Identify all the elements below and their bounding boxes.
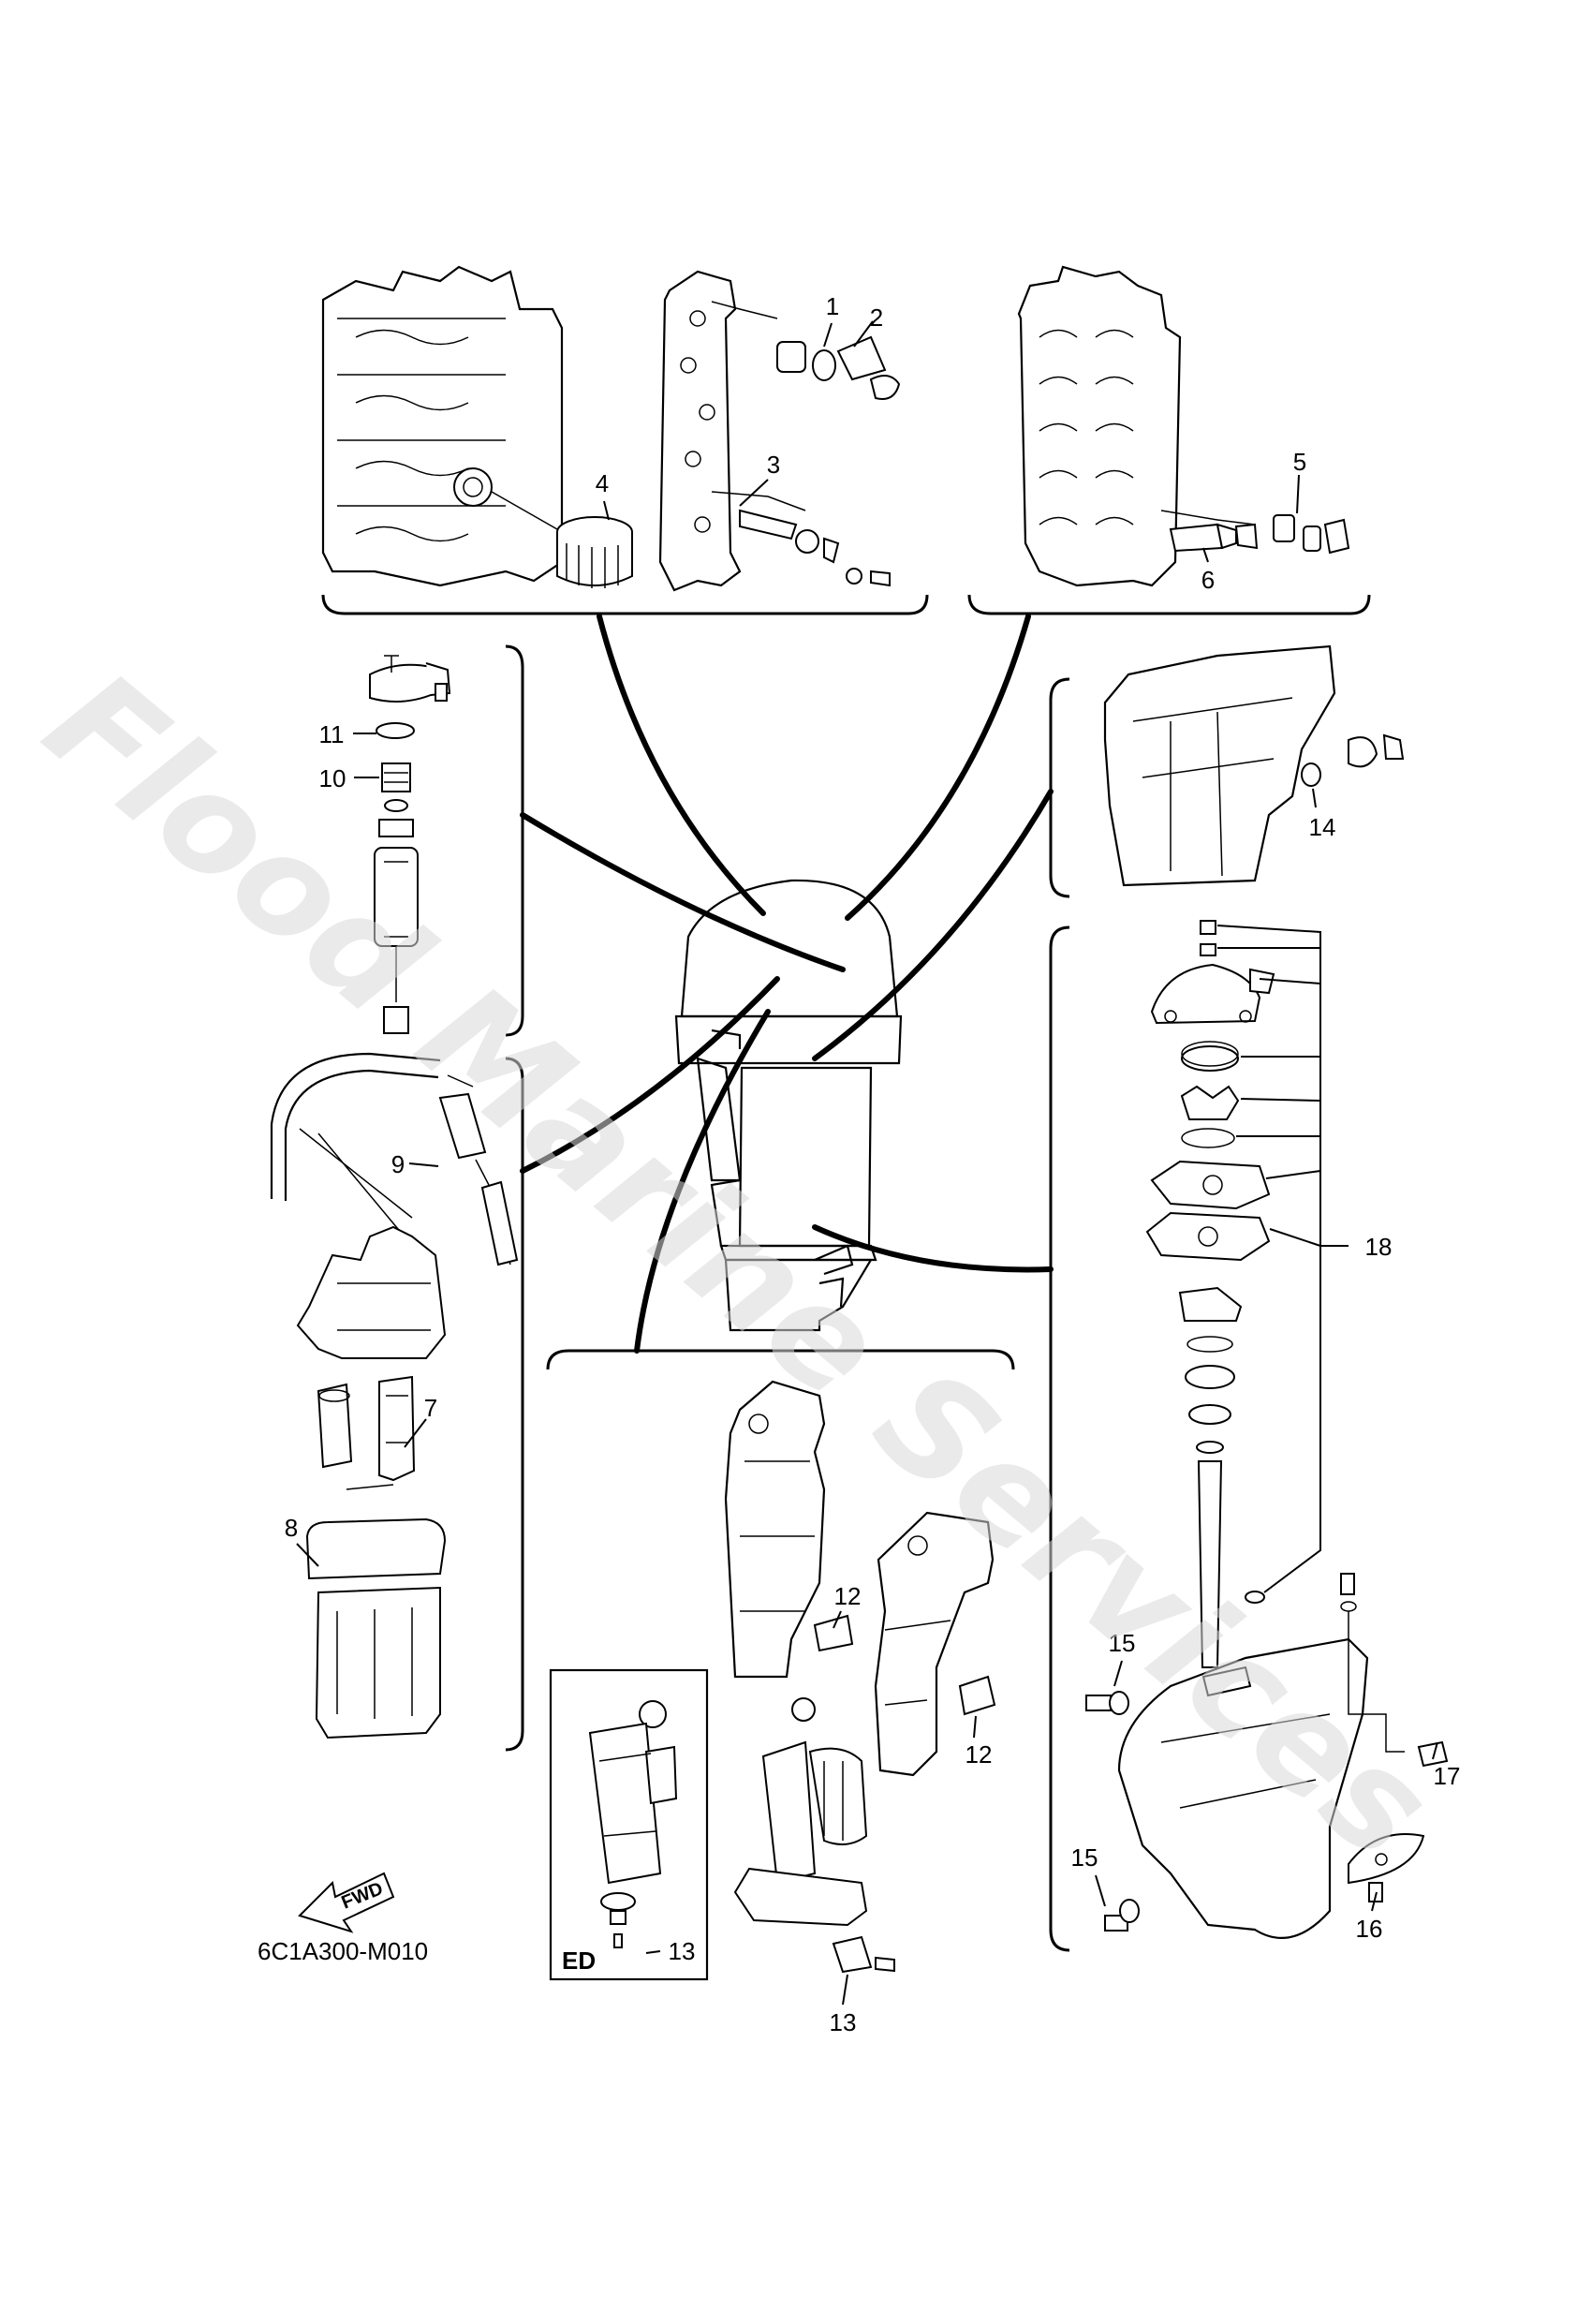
callout-15a: 15 bbox=[1109, 1629, 1136, 1657]
cylinder-head bbox=[1017, 265, 1350, 587]
water-pump-kit bbox=[1145, 920, 1275, 1668]
fuel-pump-vst bbox=[270, 1052, 519, 1739]
callout-7: 7 bbox=[424, 1394, 437, 1422]
callout-12b: 12 bbox=[965, 1740, 993, 1769]
callout-2: 2 bbox=[870, 303, 883, 332]
callout-3: 3 bbox=[767, 451, 780, 479]
callout-13b: 13 bbox=[830, 2008, 857, 2036]
callout-17: 17 bbox=[1434, 1762, 1461, 1790]
oil-filter bbox=[556, 516, 633, 588]
callout-18: 18 bbox=[1365, 1233, 1393, 1261]
ed-label: ED bbox=[562, 1947, 596, 1975]
callout-9: 9 bbox=[391, 1150, 405, 1178]
leader-lines bbox=[296, 320, 1438, 2006]
callout-5: 5 bbox=[1293, 448, 1306, 476]
callout-8: 8 bbox=[285, 1514, 298, 1542]
callout-14: 14 bbox=[1309, 813, 1336, 841]
fuel-filter-assy bbox=[369, 655, 451, 1034]
lower-unit bbox=[1085, 1573, 1449, 1939]
section-brackets bbox=[321, 594, 1371, 1952]
callout-11: 11 bbox=[319, 720, 345, 748]
callout-15b: 15 bbox=[1071, 1843, 1098, 1872]
tilt-trim-unit bbox=[733, 1697, 895, 1974]
diagram-code: 6C1A300-M010 bbox=[258, 1937, 428, 1965]
connector-lines bbox=[520, 614, 1054, 1354]
callout-1: 1 bbox=[826, 292, 839, 320]
callout-12a: 12 bbox=[834, 1582, 862, 1610]
callout-13a: 13 bbox=[669, 1937, 696, 1965]
clamp-brackets bbox=[724, 1380, 996, 1777]
thermostat-cover-plate bbox=[658, 270, 901, 592]
outboard-motor bbox=[674, 879, 903, 1332]
callout-labels: 1 2 3 4 5 6 7 8 9 10 11 12 12 13 13 14 1… bbox=[285, 292, 1461, 2036]
callout-4: 4 bbox=[596, 469, 609, 497]
ed-tilt-cylinder bbox=[549, 1668, 709, 1981]
callout-6: 6 bbox=[1201, 566, 1215, 594]
callout-16: 16 bbox=[1356, 1915, 1383, 1943]
cylinder-block bbox=[321, 265, 564, 587]
upper-case bbox=[1103, 644, 1405, 887]
callout-10: 10 bbox=[319, 764, 346, 792]
fwd-arrow-icon: FWD bbox=[298, 1872, 395, 1933]
